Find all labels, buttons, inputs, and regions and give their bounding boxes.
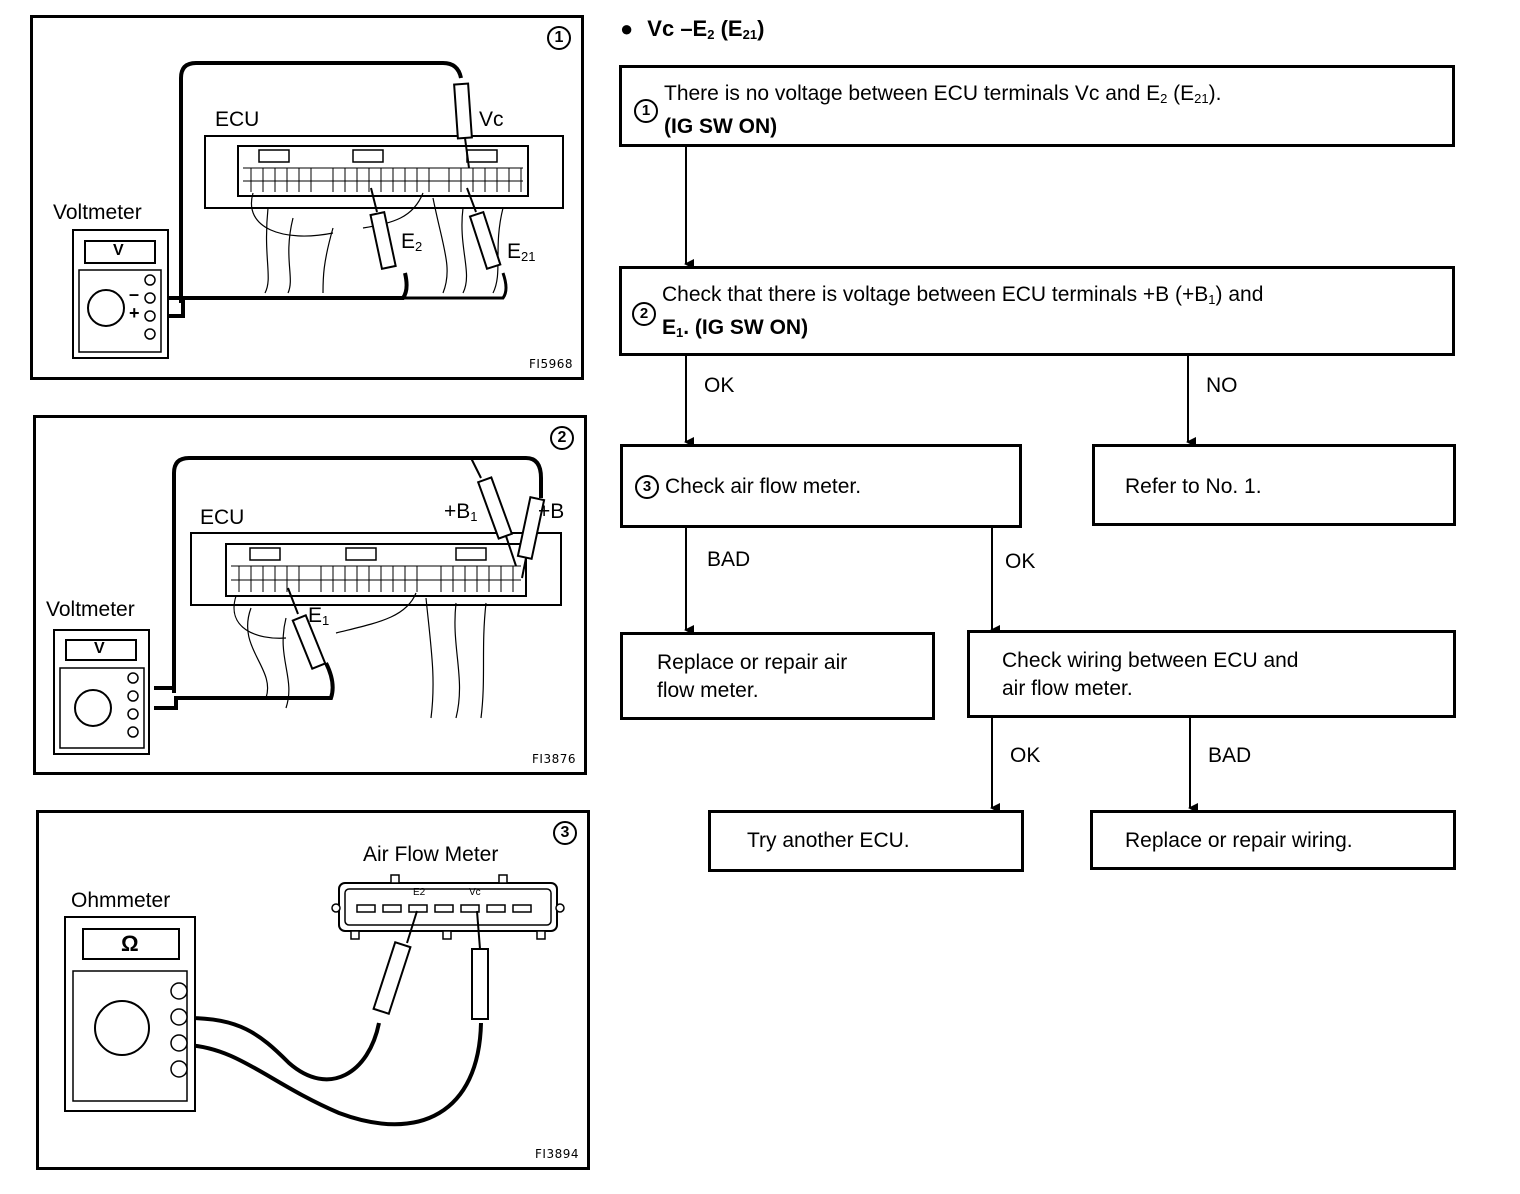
panel-2-meter-label: Voltmeter bbox=[46, 598, 135, 621]
panel-3-pin-e2: E2 bbox=[413, 887, 426, 898]
panel-3-meter-unit: Ω bbox=[121, 931, 139, 956]
try-ecu-box: Try another ECU. bbox=[708, 810, 1024, 872]
panel-1-figure-id: FI5968 bbox=[529, 357, 573, 371]
replace-wiring-text: Replace or repair wiring. bbox=[1125, 829, 1353, 852]
replace-afm-text-1: Replace or repair air bbox=[657, 651, 848, 674]
panel-2-ecu-label: ECU bbox=[200, 506, 245, 529]
panel-1-vc-label: Vc bbox=[479, 108, 504, 131]
label-ok-step2: OK bbox=[704, 374, 735, 397]
panel-1-illustration bbox=[72, 61, 564, 359]
replace-wiring-box: Replace or repair wiring. bbox=[1090, 810, 1456, 870]
panel-1-number: 1 bbox=[547, 26, 571, 50]
step-1-box: 1 There is no voltage between ECU termin… bbox=[619, 65, 1455, 147]
panel-2-b-label: +B bbox=[538, 500, 565, 523]
step-1-number: 1 bbox=[634, 98, 658, 123]
step-2-condition: E1. (IG SW ON) bbox=[662, 316, 809, 340]
step-1-condition: (IG SW ON) bbox=[664, 115, 778, 138]
refer-text: Refer to No. 1. bbox=[1125, 475, 1262, 498]
try-ecu-text: Try another ECU. bbox=[747, 829, 910, 852]
panel-2-figure-id: FI3876 bbox=[532, 752, 576, 766]
panel-3-pin-vc: Vc bbox=[469, 887, 481, 898]
panel-1-voltmeter-vc-e2: 1 ECU Vc E2 E21 Voltmeter V – + FI5968 bbox=[30, 15, 584, 380]
label-bad-step3: BAD bbox=[707, 548, 751, 571]
panel-1-ecu-label: ECU bbox=[215, 108, 260, 131]
panel-2-b1-label: +B1 bbox=[444, 500, 478, 524]
step-2-number: 2 bbox=[632, 302, 656, 326]
step-3-text: Check air flow meter. bbox=[665, 475, 862, 498]
refer-box: Refer to No. 1. bbox=[1092, 444, 1456, 526]
panel-3-meter-label: Ohmmeter bbox=[71, 889, 171, 912]
replace-afm-box: Replace or repair air flow meter. bbox=[620, 632, 935, 720]
heading-bullet: ● bbox=[620, 16, 634, 41]
panel-2-meter-unit: V bbox=[94, 640, 105, 657]
panel-3-illustration bbox=[64, 874, 565, 1127]
replace-afm-text-2: flow meter. bbox=[657, 679, 759, 702]
step-2-box: 2 Check that there is voltage between EC… bbox=[619, 266, 1455, 356]
step-1-text: There is no voltage between ECU terminal… bbox=[664, 82, 1222, 106]
panel-1-minus-label: – bbox=[129, 284, 140, 304]
flowchart-heading: ●Vc –E2 (E21) bbox=[620, 16, 765, 42]
panel-3-number: 3 bbox=[553, 821, 577, 845]
check-wiring-box: Check wiring between ECU and air flow me… bbox=[967, 630, 1456, 718]
label-no-step2: NO bbox=[1206, 374, 1238, 397]
panel-1-e2-label: E2 bbox=[401, 230, 423, 254]
check-wiring-text-2: air flow meter. bbox=[1002, 677, 1133, 700]
panel-2-illustration bbox=[53, 456, 562, 755]
label-bad-wiring: BAD bbox=[1208, 744, 1252, 767]
panel-1-meter-label: Voltmeter bbox=[53, 201, 142, 224]
step-3-box: 3 Check air flow meter. bbox=[620, 444, 1022, 528]
step-3-number: 3 bbox=[635, 475, 659, 500]
panel-1-meter-unit: V bbox=[113, 242, 124, 259]
panel-3-ohmmeter-afm: 3 Air Flow Meter E2 Vc Ohmmeter Ω FI3894 bbox=[36, 810, 590, 1170]
step-2-text: Check that there is voltage between ECU … bbox=[662, 283, 1264, 307]
check-wiring-text-1: Check wiring between ECU and bbox=[1002, 649, 1299, 672]
label-ok-wiring: OK bbox=[1010, 744, 1041, 767]
panel-3-figure-id: FI3894 bbox=[535, 1147, 579, 1161]
panel-3-afm-label: Air Flow Meter bbox=[363, 843, 499, 866]
panel-2-e1-label: E1 bbox=[308, 604, 330, 628]
panel-2-number: 2 bbox=[550, 426, 574, 450]
panel-1-e21-label: E21 bbox=[507, 240, 536, 264]
label-ok-step3: OK bbox=[1005, 550, 1036, 573]
panel-1-plus-label: + bbox=[129, 303, 140, 323]
panel-2-voltmeter-b-e1: 2 ECU +B1 +B E1 Voltmeter V FI3876 bbox=[33, 415, 587, 775]
